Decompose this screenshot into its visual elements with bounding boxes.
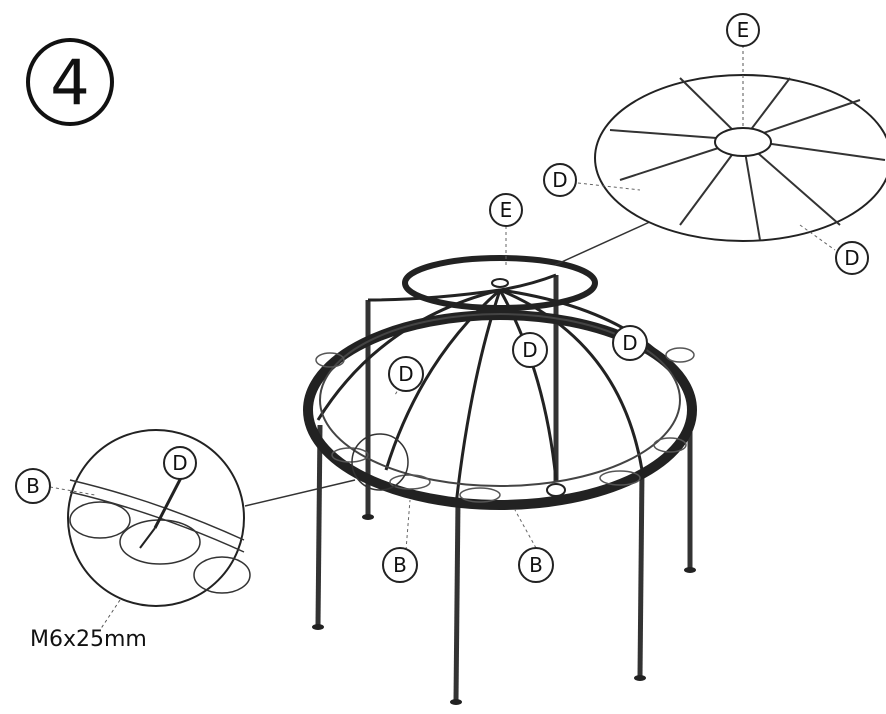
label-d-rib-right: D [612,325,648,361]
step-number-badge: 4 [26,38,114,126]
svg-text:E: E [737,18,750,42]
top-detail-view [554,45,886,266]
svg-text:D: D [522,338,537,362]
svg-text:B: B [393,553,407,577]
label-e-center: E [489,193,523,227]
svg-text:B: B [529,553,543,577]
bolt-callout-ring [351,433,409,491]
label-d-bolt-detail: D [163,446,197,480]
bolt-detail-view [67,429,356,631]
svg-text:D: D [622,331,637,355]
label-d-detail-right: D [835,241,869,275]
svg-text:D: D [844,246,859,270]
label-e-top: E [726,13,760,47]
label-b-ring-left: B [382,547,418,583]
label-b-ring-right: B [518,547,554,583]
leader-lines [49,182,836,551]
lower-ring [303,310,697,510]
label-d-rib-mid: D [512,332,548,368]
svg-text:D: D [552,168,567,192]
bolt-spec-label: M6x25mm [30,627,147,652]
label-b-detail: B [15,468,51,504]
step-number: 4 [50,46,89,119]
svg-text:D: D [398,362,413,386]
svg-text:D: D [172,451,187,475]
label-d-rib-left: D [388,356,424,392]
svg-text:B: B [26,474,40,498]
upper-ring [402,255,598,311]
label-d-detail-left: D [543,163,577,197]
leg-feet [312,514,696,705]
svg-text:E: E [500,198,513,222]
